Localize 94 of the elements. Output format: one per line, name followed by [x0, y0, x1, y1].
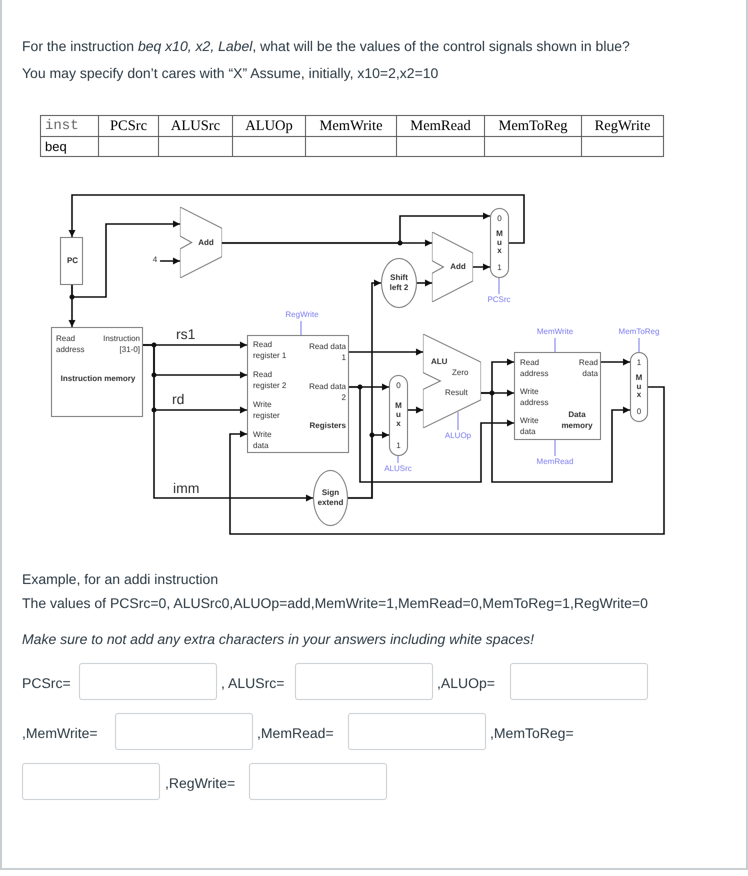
input-number: 1 — [396, 440, 401, 450]
adder-shape — [180, 207, 222, 278]
port-label: Registers — [308, 420, 346, 431]
mux-label: Mux — [496, 230, 504, 256]
port-label: Read data — [578, 357, 598, 379]
input-number: 1 — [636, 358, 642, 367]
question-text: You may specify don’t cares with “X” Assume, initially, x10=2,x2=10 — [22, 64, 438, 83]
port-label: Read data 1 — [308, 341, 346, 363]
example-text: The values of PCSrc=0, ALUSrc0,ALUOp=add,MemWrite=1,MemRead=0,MemToReg=1,RegWrite=0 — [22, 594, 648, 613]
header-cell: MemRead — [397, 116, 485, 137]
header-cell: PCSrc — [99, 116, 159, 137]
port-label: Read address — [520, 357, 550, 379]
field-label: ,MemToReg= — [490, 724, 574, 743]
port-label: Read address — [56, 333, 86, 355]
port-label: PC — [66, 255, 80, 266]
input-number: 0 — [636, 406, 642, 416]
control-signal: MemWrite — [531, 326, 579, 338]
control-signal: RegWrite — [280, 309, 324, 321]
instruction-note: Make sure to not add any extra characters in your answers including white spaces! — [22, 630, 534, 649]
memory-box — [514, 352, 601, 440]
mux-shape — [389, 375, 408, 456]
arrow — [417, 280, 432, 286]
control-signal: ALUOp — [440, 430, 476, 442]
unit-label: Sign extend — [316, 488, 344, 508]
control-signal: PCSrc — [481, 294, 517, 306]
port-label: Write data — [253, 429, 273, 451]
arrow — [348, 280, 381, 499]
port-label: ALU — [431, 356, 448, 367]
port-label: Write register — [253, 399, 281, 421]
arrow — [408, 406, 423, 414]
port-label: Read data 2 — [308, 381, 346, 403]
arrow — [473, 264, 490, 270]
port-label: Write address — [520, 386, 550, 408]
arrow — [481, 392, 630, 483]
port-label: Write data — [520, 415, 540, 437]
port-label: 4 — [152, 254, 158, 265]
connector-line — [554, 440, 556, 456]
header-cell: ALUOp — [233, 116, 306, 137]
input-number: 0 — [497, 214, 502, 223]
port-label: Add — [197, 237, 215, 248]
field-label: , ALUSrc= — [221, 674, 284, 693]
arrow — [68, 194, 525, 244]
register-box — [60, 237, 83, 285]
arrow — [601, 358, 630, 366]
alu-shape — [423, 334, 481, 428]
port-label: Instruction memory — [60, 373, 136, 384]
port-label: Zero — [452, 367, 470, 378]
field-label: ,MemRead= — [257, 724, 334, 743]
port-label: Instruction [31-0] — [102, 333, 140, 355]
arrow — [229, 386, 665, 535]
mux-label: Mux — [635, 374, 643, 400]
arrow — [349, 386, 514, 483]
mux-shape — [490, 208, 509, 278]
arrow — [222, 240, 432, 246]
port-label: Add — [449, 261, 467, 272]
edge-label: rd — [172, 392, 184, 407]
connector-line — [554, 338, 556, 352]
example-text: Example, for an addi instruction — [22, 570, 218, 589]
arrow — [160, 258, 180, 264]
field-label: ,ALUOp= — [437, 674, 495, 693]
arrow — [143, 344, 313, 502]
port-label: Data memory — [560, 409, 594, 431]
field-label: ,MemWrite= — [22, 724, 98, 743]
edge-label: rs1 — [176, 327, 196, 342]
connector-line — [638, 338, 640, 352]
connector-line — [498, 278, 500, 294]
table-cell: beq — [41, 137, 99, 157]
input-number: 0 — [396, 381, 401, 390]
header-cell: inst — [41, 116, 99, 137]
field-label: PCSrc= — [22, 674, 71, 693]
control-signal: MemToReg — [613, 326, 665, 338]
header-cell: RegWrite — [582, 116, 664, 137]
input-number: 1 — [497, 262, 502, 272]
memory-box — [51, 327, 143, 417]
adder-shape — [432, 232, 473, 302]
edge-label: imm — [173, 481, 200, 496]
unit-label: Shift left 2 — [388, 273, 410, 293]
header-cell: MemWrite — [306, 116, 397, 137]
register-file-box — [247, 335, 349, 453]
port-label: Read register 1 — [253, 339, 288, 361]
shifter-ellipse — [381, 258, 417, 308]
connector-line — [300, 320, 302, 336]
arrow — [68, 285, 76, 327]
mux-label: Mux — [394, 402, 402, 429]
port-label: Result — [445, 387, 469, 398]
header-cell: ALUSrc — [159, 116, 233, 137]
field-label: ,RegWrite= — [165, 774, 236, 793]
control-signal: MemRead — [531, 456, 579, 468]
question-text: For the instruction beq x10, x2, Label, what will be the values of the control signals shown in blue? — [22, 37, 630, 56]
arrow — [349, 348, 423, 356]
port-label: Read register 2 — [253, 369, 288, 391]
control-signal: ALUSrc — [378, 463, 418, 475]
mux-shape — [630, 352, 648, 422]
header-cell: MemToReg — [485, 116, 582, 137]
